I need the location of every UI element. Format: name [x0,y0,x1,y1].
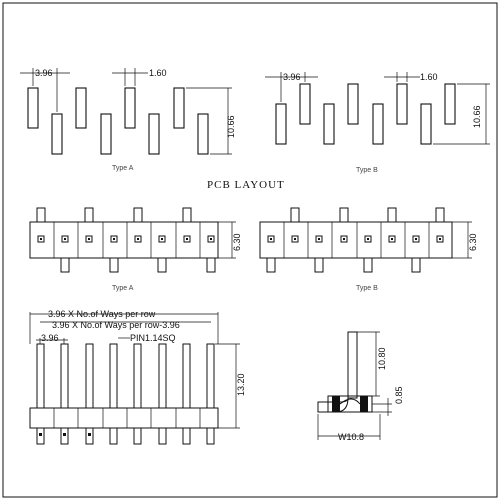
pcb-pad [323,103,335,145]
pcb-layout-type-b: 3.96 1.60 10.66 Type B [265,72,490,174]
pcb-pad [51,113,63,155]
pcb-pad [372,103,384,145]
pcb-pad [27,87,39,129]
pcb-pad [299,83,311,125]
dim-body-height-a: 6.30 [232,233,242,251]
dim-pad-width-b: 1.60 [420,72,438,82]
dim-pad-width-a: 1.60 [149,68,167,78]
pcb-pad [148,113,160,155]
pcb-layout-title: PCB LAYOUT [207,179,285,191]
pcb-pad [444,83,456,125]
dim-pad-span-b: 10.66 [472,105,482,128]
dim-pin-height: 13.20 [236,373,246,396]
caption-type-a-top: Type A [112,165,134,172]
pcb-pad [396,83,408,125]
pcb-pad [124,87,136,129]
dim-pad-span-a: 10.66 [226,115,236,138]
dim-body-width: W10.8 [338,432,364,442]
connector-view-type-a: 6.30 Type A [29,207,242,292]
dim-base-height: 0.85 [394,386,404,404]
dim-pin-size: PIN1.14SQ [130,333,176,343]
dim-pitch-a: 3.96 [35,68,53,78]
dim-pin-length: 10.80 [377,347,387,370]
pcb-pad [75,87,87,129]
pcb-pad [100,113,112,155]
pcb-pad [173,87,185,129]
pcb-pad [197,113,209,155]
dim-body-height-b: 6.30 [468,233,478,251]
dim-pitch-front: 3.96 [41,333,59,343]
pcb-pad [347,83,359,125]
front-elevation-view: 3.96 X No.of Ways per row 3.96 X No.of W… [29,309,246,445]
pcb-pad [275,103,287,145]
dim-total-pitch: 3.96 X No.of Ways per row [48,309,156,319]
caption-type-b-top: Type B [356,167,378,174]
side-elevation-view: 10.80 0.85 W10.8 [317,331,404,442]
pcb-layout-type-a: 3.96 1.60 10.66 Type A [20,68,236,172]
dim-pitch-b: 3.96 [283,72,301,82]
caption-type-b-bottom: Type B [356,285,378,292]
connector-view-type-b: 6.30 Type B [259,207,478,292]
pcb-pad [420,103,432,145]
caption-type-a-bottom: Type A [112,285,134,292]
dim-total-pitch-minus: 3.96 X No.of Ways per row-3.96 [52,320,180,330]
